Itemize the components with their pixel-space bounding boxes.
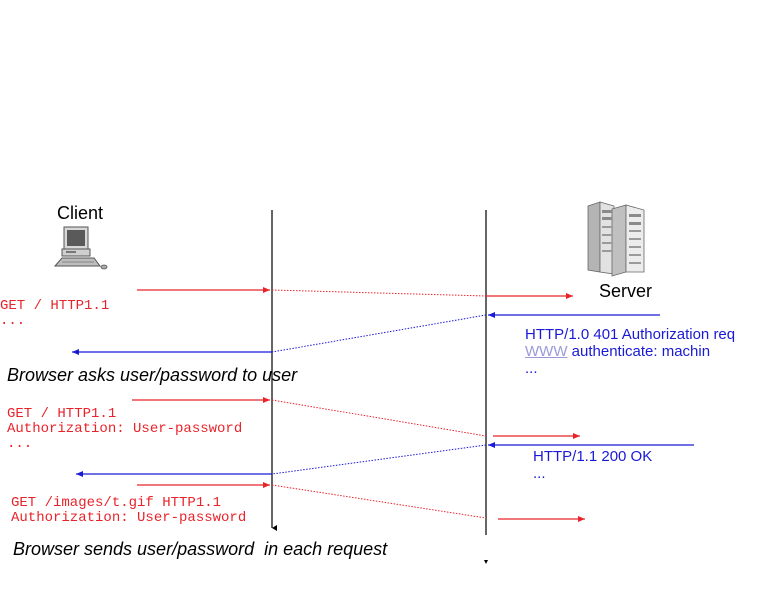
- server-label: Server: [599, 281, 653, 301]
- request-3-line-2: Authorization: User-password: [11, 510, 247, 526]
- response-1-line-1: HTTP/1.0 401 Authorization req: [525, 326, 736, 343]
- request-2-line-1: GET / HTTP1.1: [7, 406, 117, 422]
- response-2-text: HTTP/1.1 200 OK...: [533, 448, 652, 482]
- desktop-computer-icon: [53, 226, 108, 270]
- response-1-line-3: ...: [525, 360, 538, 377]
- request-1-transit: [271, 289, 487, 297]
- note-browser-asks: Browser asks user/password to user: [7, 365, 298, 385]
- response-1-transit: [271, 314, 487, 353]
- response-1-line-2: WWW authenticate: machin: [525, 343, 735, 360]
- request-1-line-1: GET / HTTP1.1: [0, 298, 110, 314]
- response-2-line-1: HTTP/1.1 200 OK: [533, 448, 653, 465]
- request-2-line-2: Authorization: User-password: [7, 421, 243, 437]
- www-link[interactable]: WWW: [525, 343, 568, 360]
- client-label: Client: [57, 203, 104, 223]
- note-browser-sends: Browser sends user/password in each requ…: [13, 539, 388, 559]
- server-lifeline-tip: [484, 560, 488, 564]
- response-1-line-2-rest: authenticate: machin: [567, 343, 711, 360]
- response-2-transit: [271, 444, 487, 475]
- request-2-line-3: ...: [7, 436, 33, 452]
- request-1-text: GET / HTTP1.1...: [0, 299, 109, 329]
- request-3-transit: [271, 484, 487, 519]
- request-2-transit: [271, 399, 487, 437]
- request-1-line-2: ...: [0, 313, 26, 329]
- request-3-line-1: GET /images/t.gif HTTP1.1: [11, 495, 222, 511]
- response-2-line-2: ...: [533, 465, 546, 482]
- server-rack-icon: [587, 201, 645, 277]
